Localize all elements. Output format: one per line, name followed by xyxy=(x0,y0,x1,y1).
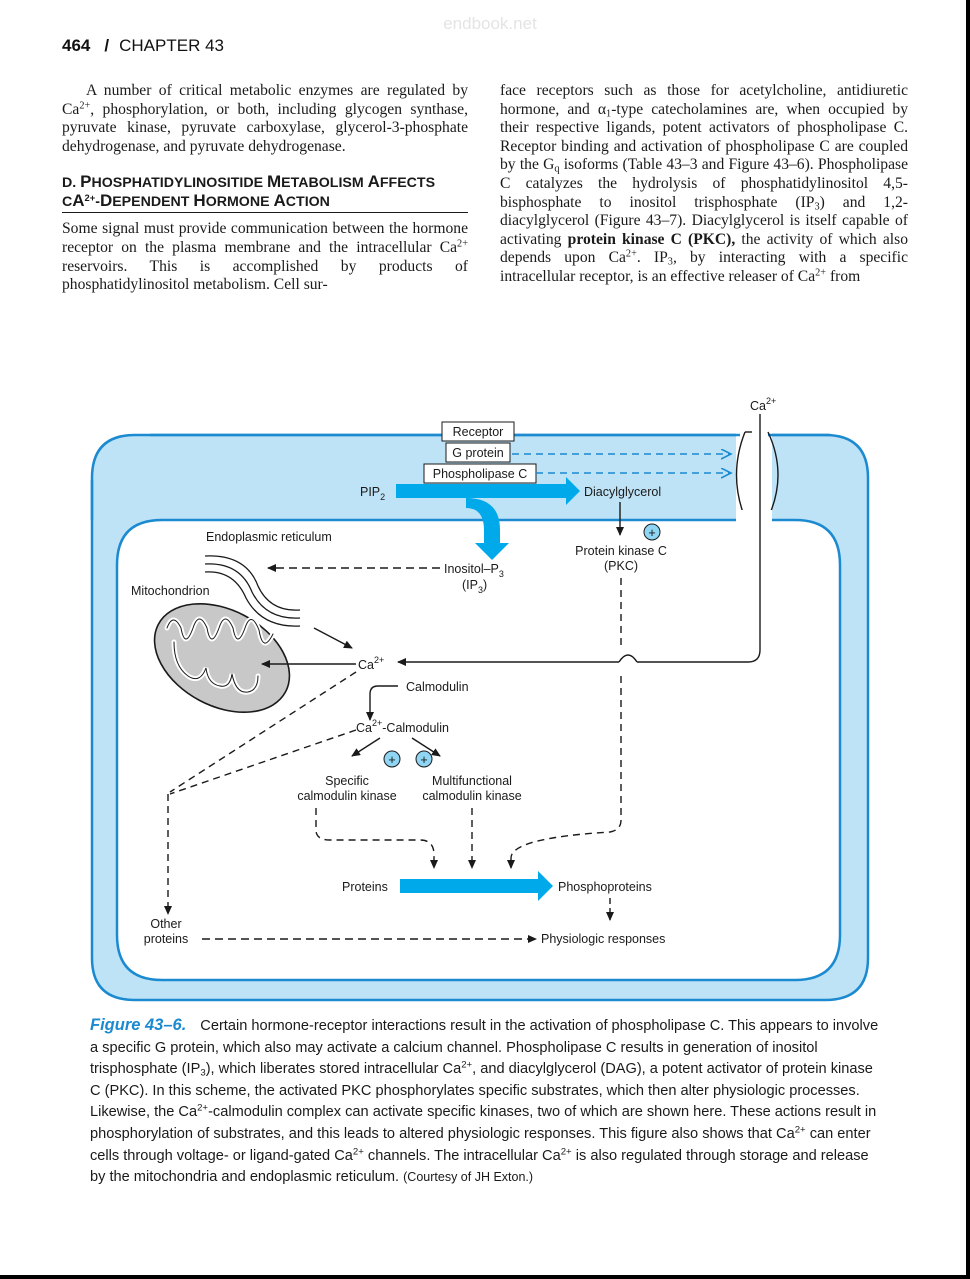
calcium-entry-line xyxy=(637,414,761,663)
er-to-calcium-arrow xyxy=(313,627,353,649)
specific-kinase-label-2: calmodulin kinase xyxy=(297,789,396,803)
inositol-p3-label: Inositol–P3 xyxy=(444,562,504,579)
ip3-label: (IP3) xyxy=(462,578,487,595)
proteins-label: Proteins xyxy=(342,880,388,894)
receptor-box xyxy=(441,421,515,442)
svg-text:+: + xyxy=(420,753,427,767)
specific-kinase-dashed xyxy=(315,808,438,869)
receptor-label: Receptor xyxy=(453,425,504,439)
multifunctional-kinase-label-2: calmodulin kinase xyxy=(422,789,521,803)
pkc-abbr-label: (PKC) xyxy=(604,559,638,573)
caption-text: Certain hormone-receptor interactions re… xyxy=(90,1018,879,1186)
pkc-label: Protein kinase C xyxy=(575,544,667,558)
cytoplasm xyxy=(115,518,842,982)
phospholipase-c-label: Phospholipase C xyxy=(433,467,528,481)
calcium-to-other-dashed xyxy=(169,671,357,793)
ca-calmodulin-label: Ca2+-Calmodulin xyxy=(356,718,449,735)
specific-kinase-label-1: Specific xyxy=(325,774,369,788)
other-proteins-label-1: Other xyxy=(150,917,181,931)
chapter-label: CHAPTER 43 xyxy=(119,36,224,55)
running-head: 464 / CHAPTER 43 xyxy=(62,36,224,56)
calmodulin-binding-arrow xyxy=(366,685,398,721)
pip2-to-ip3-arrow xyxy=(466,498,509,560)
calcium-channel xyxy=(735,431,746,519)
calmodulin-label: Calmodulin xyxy=(406,680,469,694)
figure-caption: Figure 43–6.Certain hormone-receptor int… xyxy=(90,1015,880,1189)
multifunctional-kinase-label-1: Multifunctional xyxy=(432,774,512,788)
left-column: A number of critical metabolic enzymes a… xyxy=(62,82,468,295)
plus-icon xyxy=(643,523,661,541)
svg-text:+: + xyxy=(648,526,655,540)
watermark: endbook.net xyxy=(443,14,537,33)
to-specific-kinase-arrow xyxy=(351,737,381,757)
right-column: face receptors such as those for acetylc… xyxy=(500,82,908,287)
plus-icon xyxy=(415,750,433,768)
endoplasmic-reticulum xyxy=(204,555,301,611)
physiologic-responses-label: Physiologic responses xyxy=(541,932,665,946)
g-protein-box xyxy=(445,442,511,463)
plus-icon xyxy=(383,750,401,768)
header-separator: / xyxy=(104,36,110,55)
figure-diagram: Receptor G protein Phospholipase C PIP2 … xyxy=(90,396,870,1002)
calmodulin-to-other-dashed xyxy=(169,729,357,795)
g-protein-label: G protein xyxy=(452,446,503,460)
section-heading: D. PHOSPHATIDYLINOSITIDE METABOLISM AFFE… xyxy=(62,173,468,214)
svg-text:+: + xyxy=(388,753,395,767)
pip2-label: PIP2 xyxy=(360,485,385,502)
pip2-to-dag-arrow xyxy=(396,477,580,505)
er-label: Endoplasmic reticulum xyxy=(206,530,332,544)
paragraph-receptors: face receptors such as those for acetylc… xyxy=(500,82,909,285)
mitochondrion-label: Mitochondrion xyxy=(131,584,210,598)
paragraph-signal-communication: Some signal must provide communication b… xyxy=(62,220,468,294)
figure-label: Figure 43–6. xyxy=(90,1016,187,1034)
paragraph-metabolic-enzymes: A number of critical metabolic enzymes a… xyxy=(62,82,468,155)
calcium-external-label: Ca2+ xyxy=(750,396,776,413)
to-multifunctional-kinase-arrow xyxy=(411,737,441,757)
diacylglycerol-label: Diacylglycerol xyxy=(584,485,661,499)
other-proteins-label-2: proteins xyxy=(144,932,188,946)
caption-credit: (Courtesy of JH Exton.) xyxy=(403,1170,534,1185)
calcium-internal-label: Ca2+ xyxy=(358,655,384,672)
pkc-dashed-line xyxy=(511,578,622,868)
phosphorylation-arrow xyxy=(400,871,553,901)
page-number: 464 xyxy=(62,36,91,55)
phosphoproteins-label: Phosphoproteins xyxy=(558,880,652,894)
